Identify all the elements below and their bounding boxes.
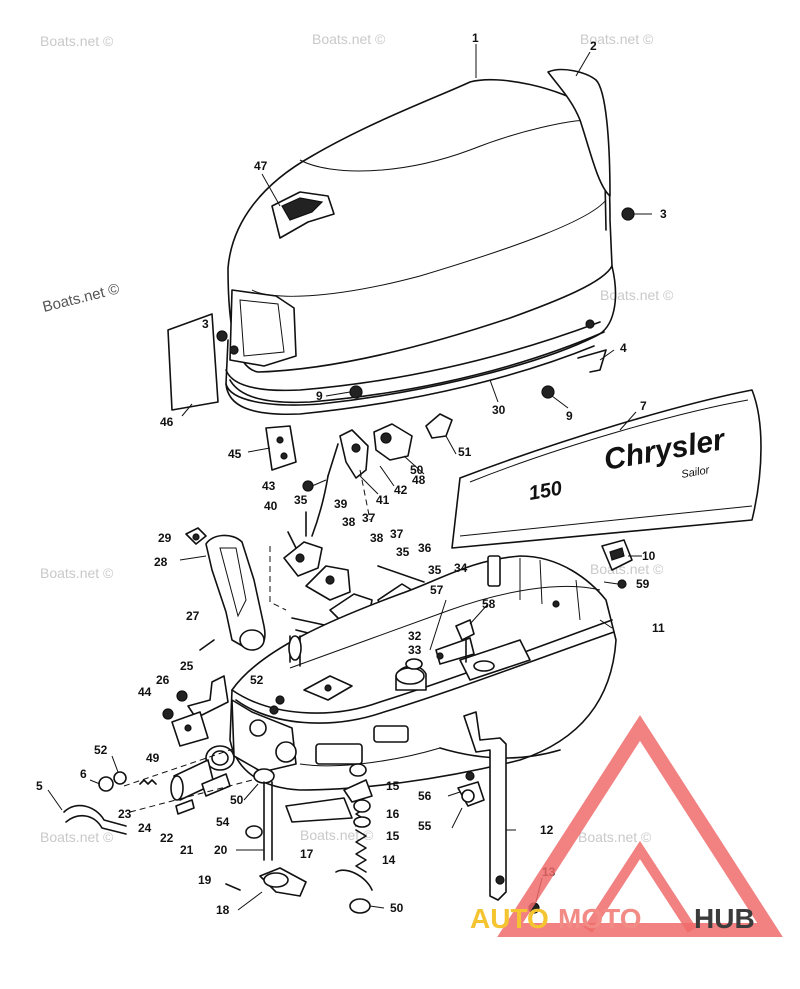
callout-label: 5 [36, 779, 43, 793]
screw-icon [621, 207, 652, 221]
callout-label: 1 [472, 31, 479, 45]
callout-label: 9 [566, 409, 573, 423]
callout-label: 15 [386, 829, 400, 843]
watermark: Boats.net © [580, 31, 654, 47]
callout-label: 2 [590, 39, 597, 53]
callout-label: 37 [362, 511, 376, 525]
watermark: Boats.net © [578, 829, 652, 845]
lower-stack [225, 763, 373, 914]
callout-label: 7 [640, 399, 647, 413]
callout-label: 55 [418, 819, 432, 833]
callout-label: 49 [146, 751, 160, 765]
callout-label: 26 [156, 673, 170, 687]
decal-model: Sailor [680, 464, 711, 481]
watermark: Boats.net © [300, 827, 374, 843]
callout-label: 48 [412, 473, 426, 487]
callout-label: 50 [230, 793, 244, 807]
callout-label: 42 [394, 483, 408, 497]
watermark: Boats.net © [590, 561, 664, 577]
callout-label: 18 [216, 903, 230, 917]
callout-label: 44 [138, 685, 152, 699]
callout-label: 17 [300, 847, 314, 861]
handle-parts [185, 527, 266, 651]
side-decal: Chrysler Sailor 150 [451, 389, 762, 549]
callout-label: 24 [138, 821, 152, 835]
watermark: Boats.net © [40, 829, 114, 845]
callout-label: 9 [316, 389, 323, 403]
callout-label: 3 [660, 207, 667, 221]
callout-label: 47 [254, 159, 268, 173]
callout-label: 12 [540, 823, 554, 837]
logo-text-hub: HUB [694, 903, 755, 934]
watermark: Boats.net © [600, 287, 674, 303]
watermark: Boats.net © [40, 33, 114, 49]
callout-label: 37 [390, 527, 404, 541]
rear-plate [547, 68, 611, 197]
watermarks: Boats.net © Boats.net © Boats.net © Boat… [40, 31, 674, 845]
callout-label: 16 [386, 807, 400, 821]
watermark: Boats.net © [41, 280, 121, 316]
logo-triangle-icon [497, 715, 783, 937]
callout-label: 35 [396, 545, 410, 559]
callout-label: 46 [160, 415, 174, 429]
callout-label: 10 [642, 549, 656, 563]
callout-label: 56 [418, 789, 432, 803]
callout-label: 28 [154, 555, 168, 569]
callout-label: 43 [262, 479, 276, 493]
callout-label: 21 [180, 843, 194, 857]
callout-label: 23 [118, 807, 132, 821]
callout-label: 11 [652, 621, 665, 635]
callout-label: 30 [492, 403, 506, 417]
steering-arm [457, 539, 633, 914]
callout-label: 20 [214, 843, 228, 857]
callout-label: 35 [428, 563, 442, 577]
callout-label: 4 [620, 341, 627, 355]
callout-label: 15 [386, 779, 400, 793]
watermark: Boats.net © [312, 31, 386, 47]
logo-text-moto: MOTO [558, 903, 641, 934]
name-plate [167, 313, 219, 411]
callout-label: 19 [198, 873, 212, 887]
callout-label: 57 [430, 583, 444, 597]
callout-label: 52 [94, 743, 108, 757]
callout-label: 39 [334, 497, 348, 511]
lower-pan [229, 555, 617, 791]
leader-lines [47, 44, 642, 911]
callout-label: 51 [458, 445, 472, 459]
callout-label: 34 [454, 561, 468, 575]
top-cowl [225, 78, 617, 416]
callout-label: 50 [410, 463, 424, 477]
callout-label: 50 [390, 901, 404, 915]
callout-label: 22 [160, 831, 174, 845]
callout-label: 14 [382, 853, 396, 867]
callout-label: 27 [186, 609, 200, 623]
callout-label: 32 [408, 629, 422, 643]
callout-label: 38 [370, 531, 384, 545]
callout-label: 40 [264, 499, 278, 513]
callout-label: 41 [376, 493, 390, 507]
callout-label: 35 [294, 493, 308, 507]
watermark: Boats.net © [40, 565, 114, 581]
automotohub-logo: AUTO MOTO HUB [470, 715, 783, 937]
callout-label: 6 [80, 767, 87, 781]
callout-label: 25 [180, 659, 194, 673]
callout-label: 52 [250, 673, 264, 687]
callout-label: 38 [342, 515, 356, 529]
callout-label: 3 [202, 317, 209, 331]
callout-label: 29 [158, 531, 172, 545]
callout-label: 36 [418, 541, 432, 555]
callout-labels: 1 2 3 3 4 5 6 7 9 9 10 11 12 13 14 15 15… [36, 31, 667, 917]
callout-label: 59 [636, 577, 650, 591]
logo-text-auto: AUTO [470, 903, 549, 934]
callout-label: 45 [228, 447, 242, 461]
callout-label: 58 [482, 597, 496, 611]
callout-label: 33 [408, 643, 422, 657]
front-mechanism [63, 675, 261, 835]
callout-label: 54 [216, 815, 230, 829]
